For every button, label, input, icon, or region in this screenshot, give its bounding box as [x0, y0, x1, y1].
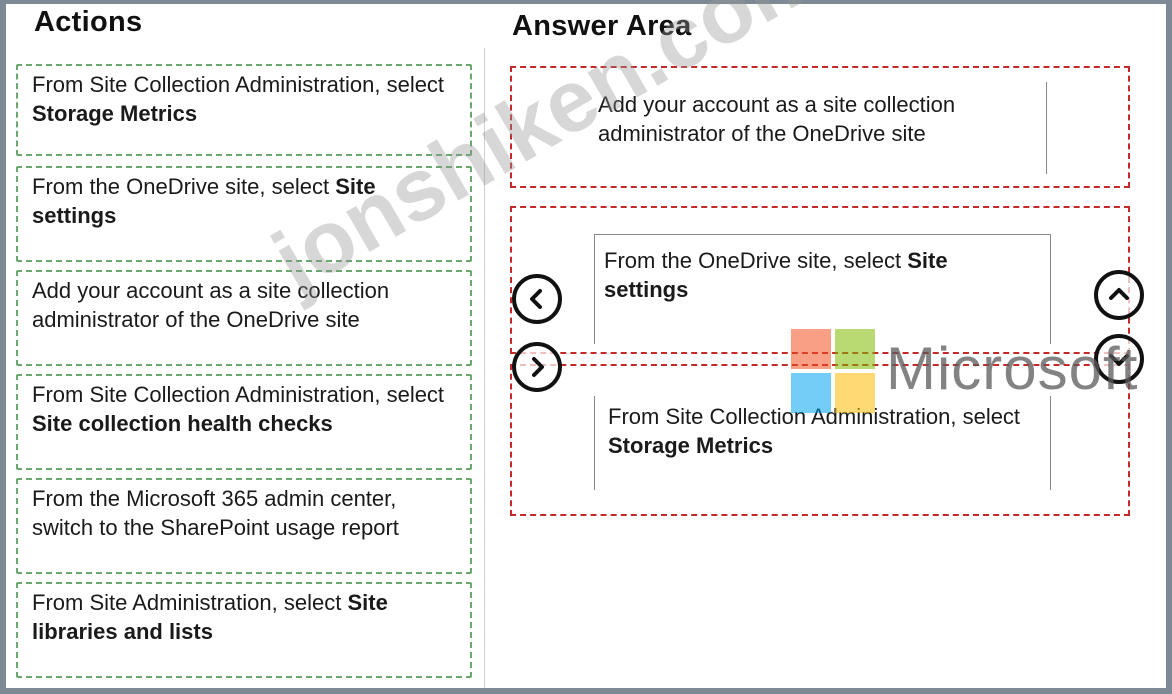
microsoft-logo-text: Microsoft: [886, 335, 1139, 402]
move-left-button[interactable]: [512, 274, 562, 324]
answer-bold-text: Site settings: [604, 248, 948, 302]
action-item-usage-report[interactable]: From the Microsoft 365 admin center, swi…: [16, 478, 472, 574]
answer-area-heading: Answer Area: [512, 10, 692, 42]
answer-card-edge: [1046, 82, 1047, 174]
move-right-button[interactable]: [512, 342, 562, 392]
action-bold-text: Site collection health checks: [32, 411, 333, 436]
action-bold-text: Storage Metrics: [32, 101, 198, 126]
answer-text: Add your account as a site collection ad…: [598, 92, 956, 146]
action-text: From Site Collection Administration, sel…: [32, 72, 445, 97]
logo-square-red: [791, 329, 831, 369]
action-item-libraries-lists[interactable]: From Site Administration, select Site li…: [16, 582, 472, 678]
action-bold-text: Site libraries and lists: [32, 590, 388, 644]
answer-card-edge: [594, 234, 1050, 235]
move-down-button[interactable]: [1094, 334, 1144, 384]
logo-square-yellow: [835, 373, 875, 413]
chevron-up-icon: [1109, 288, 1129, 300]
answer-bold-text: Storage Metrics: [608, 433, 774, 458]
chevron-down-icon: [1109, 354, 1129, 366]
answer-card-edge: [1050, 396, 1051, 490]
action-item-storage-metrics[interactable]: From Site Collection Administration, sel…: [16, 64, 472, 156]
chevron-right-icon: [532, 357, 544, 377]
answer-dropzone-1[interactable]: [510, 66, 1130, 188]
actions-heading: Actions: [34, 6, 143, 38]
answer-card-edge: [594, 396, 595, 490]
answer-card-edge: [1050, 234, 1051, 344]
logo-square-green: [835, 329, 875, 369]
answer-card-edge: [594, 234, 595, 344]
logo-square-blue: [791, 373, 831, 413]
move-up-button[interactable]: [1094, 270, 1144, 320]
action-text: Add your account as a site collection ad…: [32, 278, 390, 332]
action-text: From Site Collection Administration, sel…: [32, 382, 445, 407]
action-item-health-checks[interactable]: From Site Collection Administration, sel…: [16, 374, 472, 470]
answer-item-add-admin[interactable]: Add your account as a site collection ad…: [598, 90, 1038, 148]
action-text: From the OneDrive site, select: [32, 174, 336, 199]
action-item-site-settings[interactable]: From the OneDrive site, select Site sett…: [16, 166, 472, 262]
answer-item-site-settings[interactable]: From the OneDrive site, select Site sett…: [604, 246, 1024, 304]
drag-drop-question: Actions Answer Area From Site Collection…: [6, 0, 1166, 688]
action-item-add-admin[interactable]: Add your account as a site collection ad…: [16, 270, 472, 366]
action-text: From Site Administration, select: [32, 590, 348, 615]
action-text: From the Microsoft 365 admin center, swi…: [32, 486, 399, 540]
answer-text: From the OneDrive site, select: [604, 248, 908, 273]
chevron-left-icon: [530, 289, 542, 309]
action-bold-text: Site settings: [32, 174, 376, 228]
panel-divider: [484, 48, 485, 688]
